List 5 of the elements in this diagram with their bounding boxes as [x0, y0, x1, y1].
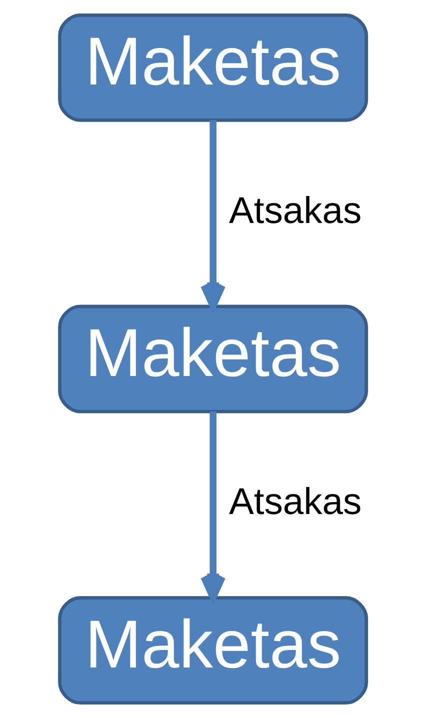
node-box: Maketas [58, 13, 368, 122]
edge-label: Atsakas [228, 188, 362, 231]
node-box: Maketas [58, 596, 368, 705]
node-box: Maketas [58, 304, 368, 414]
edge-label: Atsakas [228, 480, 362, 522]
